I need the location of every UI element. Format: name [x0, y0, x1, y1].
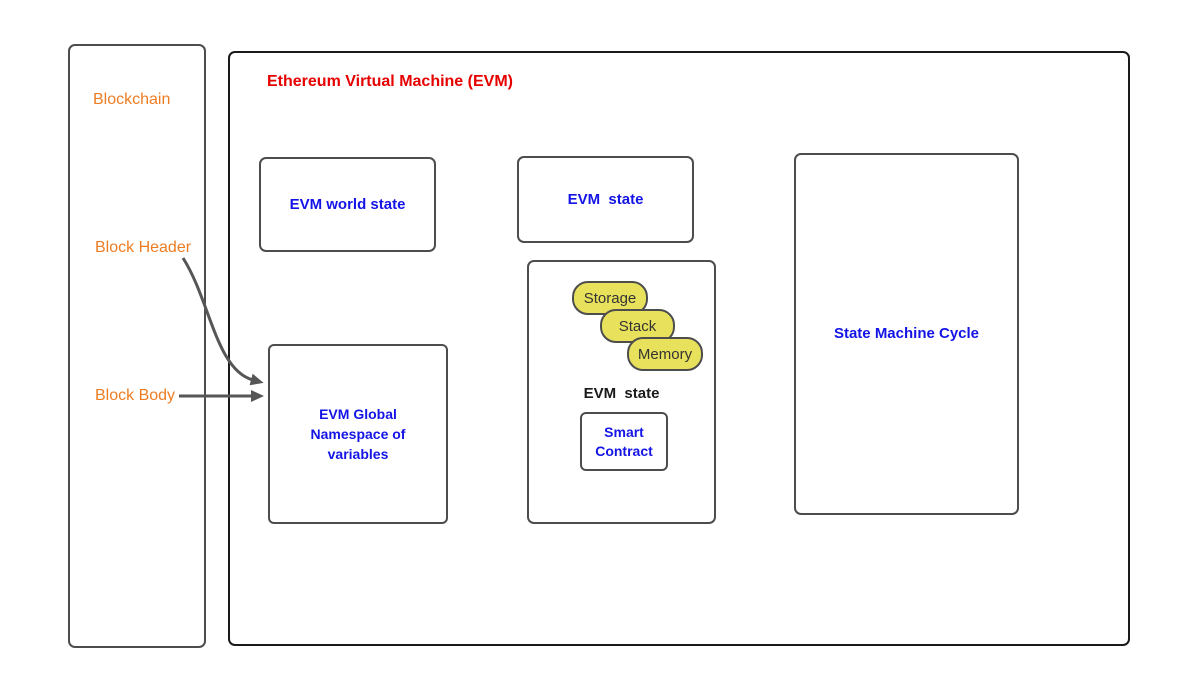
evm-world-state-box: EVM world state — [259, 157, 436, 252]
blockchain-box — [68, 44, 206, 648]
evm-title: Ethereum Virtual Machine (EVM) — [267, 73, 513, 90]
block-body-label: Block Body — [95, 387, 176, 404]
smart-contract-box: Smart Contract — [580, 412, 668, 471]
machine-state-title: EVM state — [583, 385, 660, 402]
block-header-label: Block Header — [95, 239, 192, 256]
evm-state-label: EVM state — [567, 190, 644, 208]
evm-state-box: EVM state — [517, 156, 694, 243]
evm-global-namespace-box: EVM Global Namespace of variables — [268, 344, 448, 524]
state-machine-cycle-box: State Machine Cycle — [794, 153, 1019, 515]
state-machine-cycle-label: State Machine Cycle — [833, 325, 980, 342]
storage-pill-label: Storage — [583, 289, 637, 307]
smart-contract-label: Smart Contract — [595, 423, 653, 459]
evm-global-namespace-label: EVM Global Namespace of variables — [310, 406, 406, 462]
memory-pill-label: Memory — [637, 345, 693, 363]
evm-world-state-label: EVM world state — [289, 195, 406, 213]
stack-pill-label: Stack — [618, 317, 657, 335]
blockchain-label: Blockchain — [93, 91, 171, 108]
memory-pill: Memory — [627, 337, 703, 371]
